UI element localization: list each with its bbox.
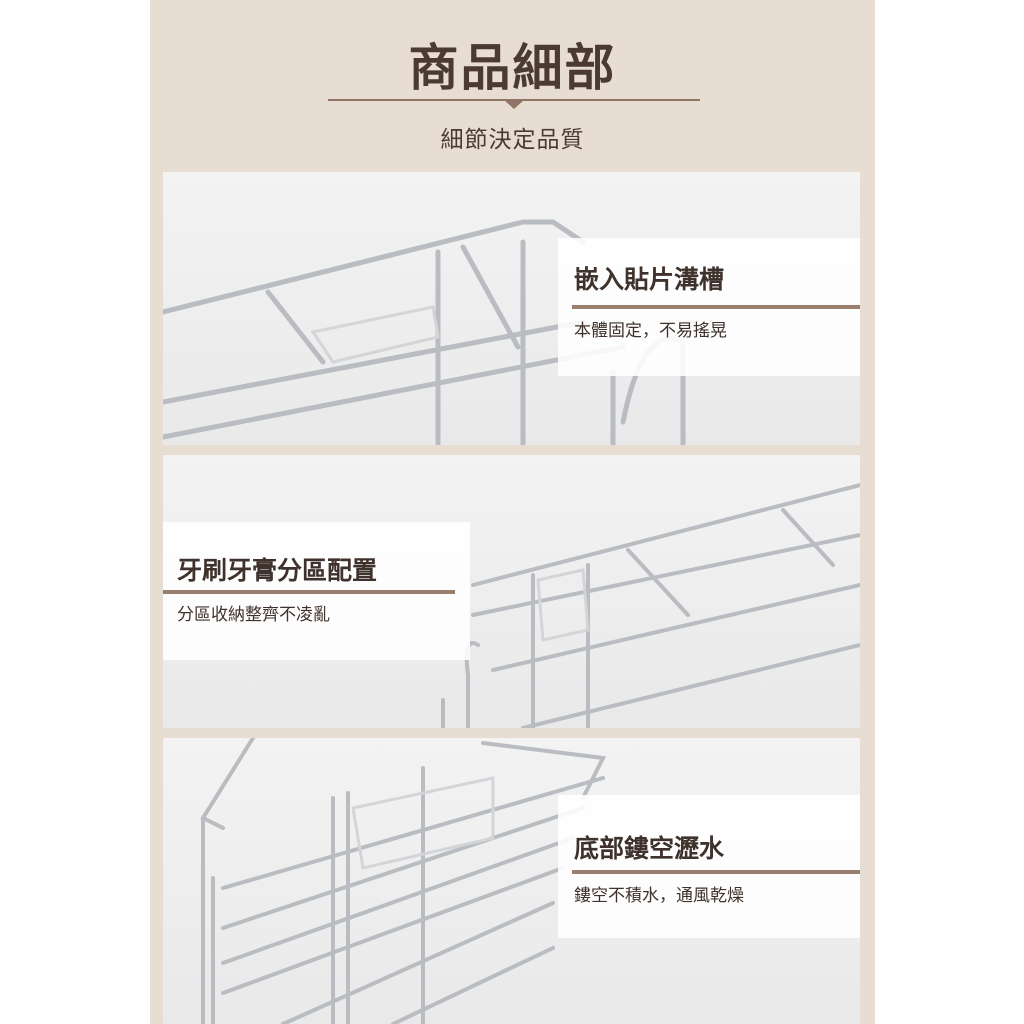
detail-photo-groove: 嵌入貼片溝槽 本體固定，不易搖晃 xyxy=(163,172,860,445)
page-subtitle: 細節決定品質 xyxy=(440,127,585,153)
wire-rack-image xyxy=(441,483,860,728)
wire-rack-image xyxy=(200,738,607,1024)
detail-photo-compartments: 牙刷牙膏分區配置 分區收納整齊不凌亂 xyxy=(163,455,860,728)
detail-title: 牙刷牙膏分區配置 xyxy=(177,556,378,585)
detail-title: 底部鏤空瀝水 xyxy=(574,834,725,863)
page-title: 商品細部 xyxy=(408,39,617,97)
detail-caption-box: 牙刷牙膏分區配置 分區收納整齊不凌亂 xyxy=(163,522,470,660)
detail-caption-box: 嵌入貼片溝槽 本體固定，不易搖晃 xyxy=(558,238,860,376)
detail-description: 鏤空不積水，通風乾燥 xyxy=(574,886,744,906)
detail-title: 嵌入貼片溝槽 xyxy=(574,265,725,294)
divider-triangle-icon xyxy=(504,100,524,109)
caption-divider xyxy=(572,870,860,874)
detail-description: 本體固定，不易搖晃 xyxy=(574,321,727,341)
detail-description: 分區收納整齊不凌亂 xyxy=(177,605,330,625)
detail-caption-box: 底部鏤空瀝水 鏤空不積水，通風乾燥 xyxy=(558,795,860,938)
caption-divider xyxy=(163,590,455,594)
caption-divider xyxy=(572,305,860,309)
detail-photo-drain: 底部鏤空瀝水 鏤空不積水，通風乾燥 xyxy=(163,738,860,1024)
